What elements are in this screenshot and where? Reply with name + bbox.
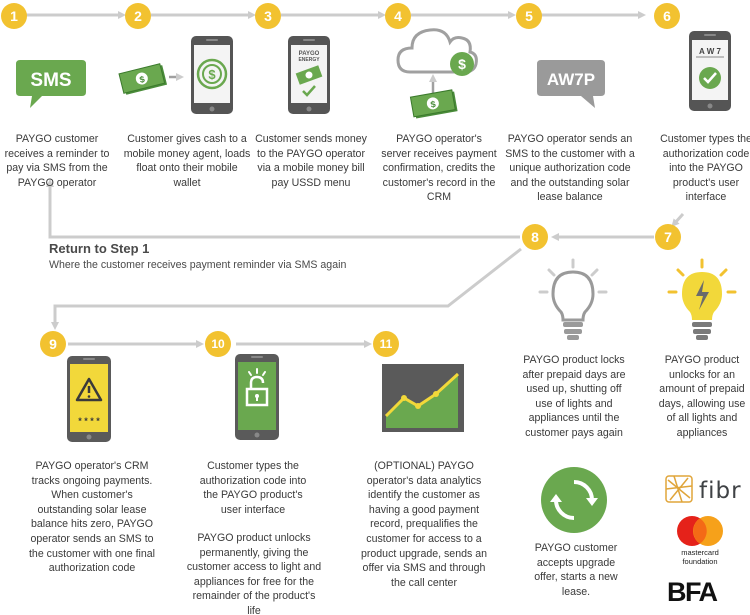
return-to-step-1-subtitle: Where the customer receives payment remi… <box>49 259 347 271</box>
arrow-return-step1 <box>46 179 520 239</box>
step-number-7: 7 <box>655 224 681 250</box>
step-number-1: 1 <box>1 3 27 29</box>
return-to-step-1-title: Return to Step 1 <box>49 241 150 256</box>
step-2-description: Customer gives cash to a mobile money ag… <box>123 133 251 189</box>
arrow-8-9 <box>51 247 522 330</box>
step-5-description: PAYGO operator sends an SMS to the custo… <box>505 133 635 204</box>
fibr-logo-text: fibr <box>699 478 742 504</box>
lightbulb-off-icon <box>538 258 608 340</box>
step-number-4: 4 <box>385 3 411 29</box>
step-6-description: Customer types the authorization code in… <box>660 133 750 204</box>
phone-warning-icon: * * * * <box>67 356 111 442</box>
step-3-description: Customer sends money to the PAYGO operat… <box>255 133 367 189</box>
svg-text:$: $ <box>208 67 216 82</box>
svg-text:$: $ <box>430 99 437 110</box>
svg-text:PAYGO: PAYGO <box>299 51 320 57</box>
bfa-logo-text: BFA <box>667 577 718 607</box>
phone-code-entry-icon: A W 7 <box>689 31 731 111</box>
step-number-2: 2 <box>125 3 151 29</box>
fibr-logo-icon <box>665 475 693 503</box>
step-1-description: PAYGO customer receives a reminder to pa… <box>4 133 110 189</box>
step-number-10: 10 <box>205 331 231 357</box>
analytics-chart-icon <box>382 364 464 432</box>
step-11-description: (OPTIONAL) PAYGO operator's data analyti… <box>360 460 488 589</box>
svg-text:* * * *: * * * * <box>78 416 100 426</box>
step-number-11: 11 <box>373 331 399 357</box>
step-10-description: Customer types the authorization code in… <box>199 460 307 516</box>
step-number-6: 6 <box>654 3 680 29</box>
svg-text:$: $ <box>138 74 145 85</box>
mastercard-logo-icon <box>677 516 723 546</box>
svg-text:A W 7: A W 7 <box>699 47 721 56</box>
step-4-description: PAYGO operator's server receives payment… <box>381 133 497 204</box>
mastercard-logo-text: mastercard foundation <box>681 548 719 566</box>
auth-code-bubble-icon: AW7P <box>537 60 605 108</box>
step-number-3: 3 <box>255 3 281 29</box>
sms-bubble-icon: SMS <box>16 60 86 108</box>
phone-paygo-bill-icon: PAYGO ENERGY <box>288 36 330 114</box>
sms-bubble-label: SMS <box>30 70 71 91</box>
auth-code-label: AW7P <box>547 70 595 89</box>
phone-unlock-icon <box>235 354 279 440</box>
step-8-description: PAYGO product locks after prepaid days a… <box>522 354 626 439</box>
svg-text:ENERGY: ENERGY <box>298 57 320 63</box>
cloud-server-icon: $ <box>396 28 478 76</box>
svg-text:$: $ <box>458 56 466 72</box>
cash-bill-upload-icon: $ <box>409 89 458 119</box>
step-number-9: 9 <box>40 331 66 357</box>
lightbulb-on-icon <box>667 258 737 340</box>
renew-lease-icon <box>541 467 607 533</box>
upgrade-description: PAYGO customer accepts upgrade offer, st… <box>534 542 618 598</box>
step-number-8: 8 <box>522 224 548 250</box>
step-number-5: 5 <box>516 3 542 29</box>
arrow-6-7 <box>671 212 685 227</box>
phone-wallet-icon: $ <box>191 36 233 114</box>
step-9-description: PAYGO operator's CRM tracks ongoing paym… <box>28 460 155 575</box>
step-10-description-2: PAYGO product unlocks permanently, givin… <box>186 532 322 615</box>
step-7-description: PAYGO product unlocks for an amount of p… <box>658 354 746 439</box>
cash-bill-icon: $ <box>118 63 168 95</box>
